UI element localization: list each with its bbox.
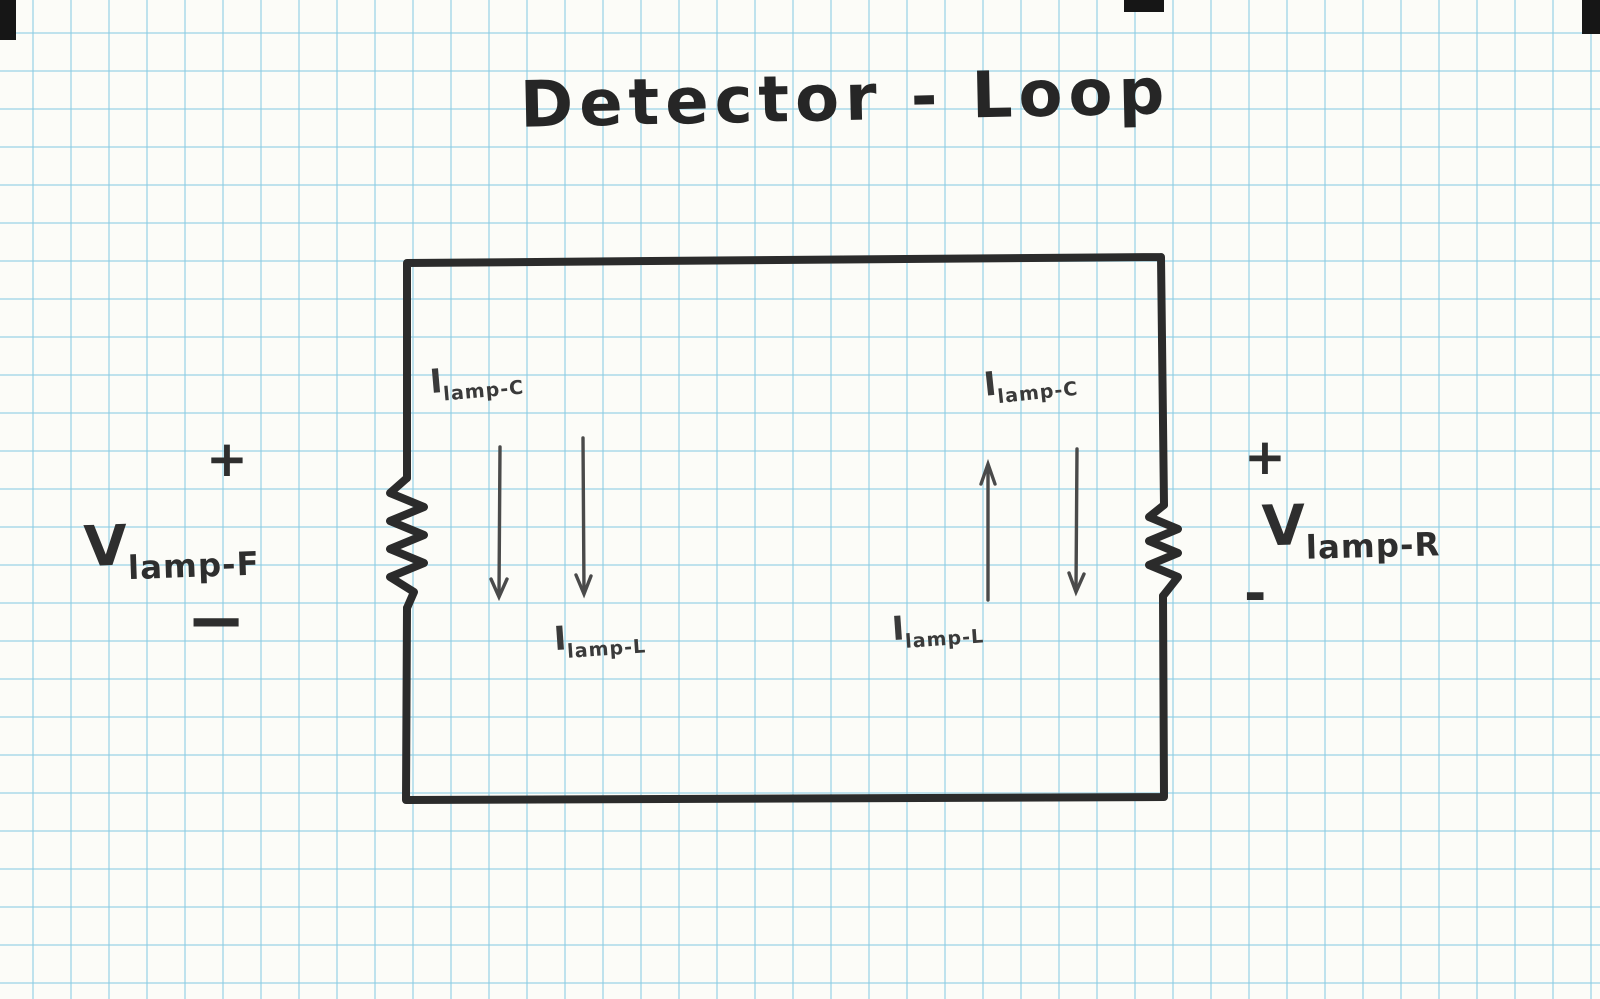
current-label-left-top: Ilamp-C: [428, 354, 525, 407]
right-voltage-subscript: lamp-R: [1305, 525, 1441, 567]
scan-artifact: [1582, 0, 1600, 34]
current-arrow-down-icon: [574, 436, 593, 599]
current-arrow-up-icon: [979, 458, 997, 602]
right-plus-sign: +: [1244, 428, 1286, 486]
current-label-left-bottom: Ilamp-L: [553, 613, 647, 664]
left-plus-sign: +: [206, 430, 248, 488]
diagram-title: Detector - Loop: [519, 55, 1171, 143]
right-voltage-label: Vlamp-R: [1261, 490, 1441, 568]
current-symbol: I: [428, 361, 444, 402]
loop-wire: [402, 253, 1168, 804]
current-symbol: I: [890, 608, 906, 649]
scan-artifact: [1124, 0, 1164, 12]
scan-artifact: [0, 0, 16, 40]
current-arrow-down-icon: [489, 445, 509, 602]
current-arrow-down-icon: [1067, 447, 1086, 597]
right-voltage-symbol: V: [1261, 493, 1307, 560]
current-label-right-bottom: Ilamp-L: [891, 603, 985, 654]
left-voltage-label: Vlamp-F: [83, 509, 261, 589]
left-resistor: [386, 474, 428, 612]
right-minus-sign: -: [1244, 562, 1267, 625]
current-symbol: I: [552, 618, 568, 659]
left-voltage-symbol: V: [82, 513, 129, 581]
left-minus-sign: −: [186, 578, 247, 662]
right-resistor: [1145, 501, 1182, 600]
